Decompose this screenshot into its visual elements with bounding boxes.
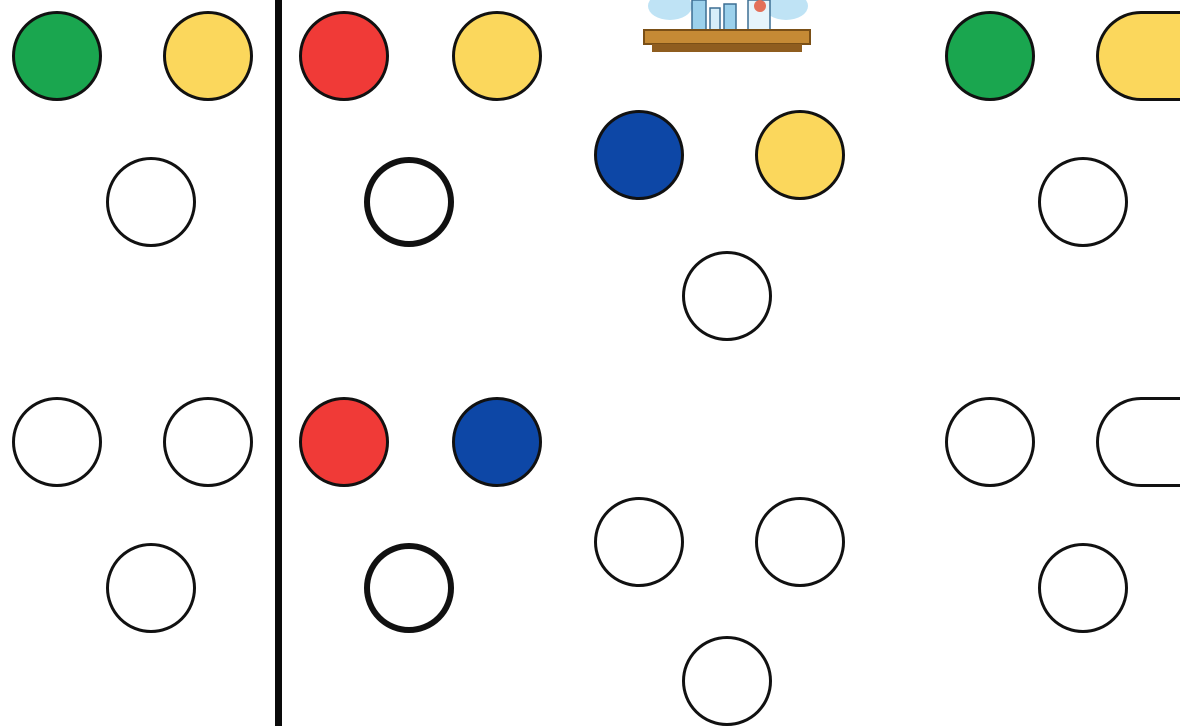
empty-pair-center-result-circle[interactable] (682, 636, 772, 726)
red-blue-result-circle[interactable] (364, 543, 454, 633)
science-lab-table-icon (640, 0, 814, 56)
red-yellow-input-red[interactable] (299, 11, 389, 101)
red-blue-input-red[interactable] (299, 397, 389, 487)
green-yellow-input-green[interactable] (12, 11, 102, 101)
empty-pair-center-input-1[interactable] (594, 497, 684, 587)
green-yellow-right-input-yellow[interactable] (1096, 11, 1180, 101)
blue-yellow-result-circle[interactable] (682, 251, 772, 341)
blue-yellow-input-blue[interactable] (594, 110, 684, 200)
red-yellow-input-yellow[interactable] (452, 11, 542, 101)
red-blue-input-blue[interactable] (452, 397, 542, 487)
green-yellow-input-yellow[interactable] (163, 11, 253, 101)
empty-pair-right-input-2[interactable] (1096, 397, 1180, 487)
red-yellow-result-circle[interactable] (364, 157, 454, 247)
green-yellow-right-result-circle[interactable] (1038, 157, 1128, 247)
empty-pair-center-input-2[interactable] (755, 497, 845, 587)
green-yellow-result-circle[interactable] (106, 157, 196, 247)
empty-pair-left-input-1[interactable] (12, 397, 102, 487)
green-yellow-right-input-green[interactable] (945, 11, 1035, 101)
empty-pair-left-input-2[interactable] (163, 397, 253, 487)
blue-yellow-input-yellow[interactable] (755, 110, 845, 200)
empty-pair-right-result-circle[interactable] (1038, 543, 1128, 633)
empty-pair-left-result-circle[interactable] (106, 543, 196, 633)
vertical-divider-line (275, 0, 282, 726)
empty-pair-right-input-1[interactable] (945, 397, 1035, 487)
